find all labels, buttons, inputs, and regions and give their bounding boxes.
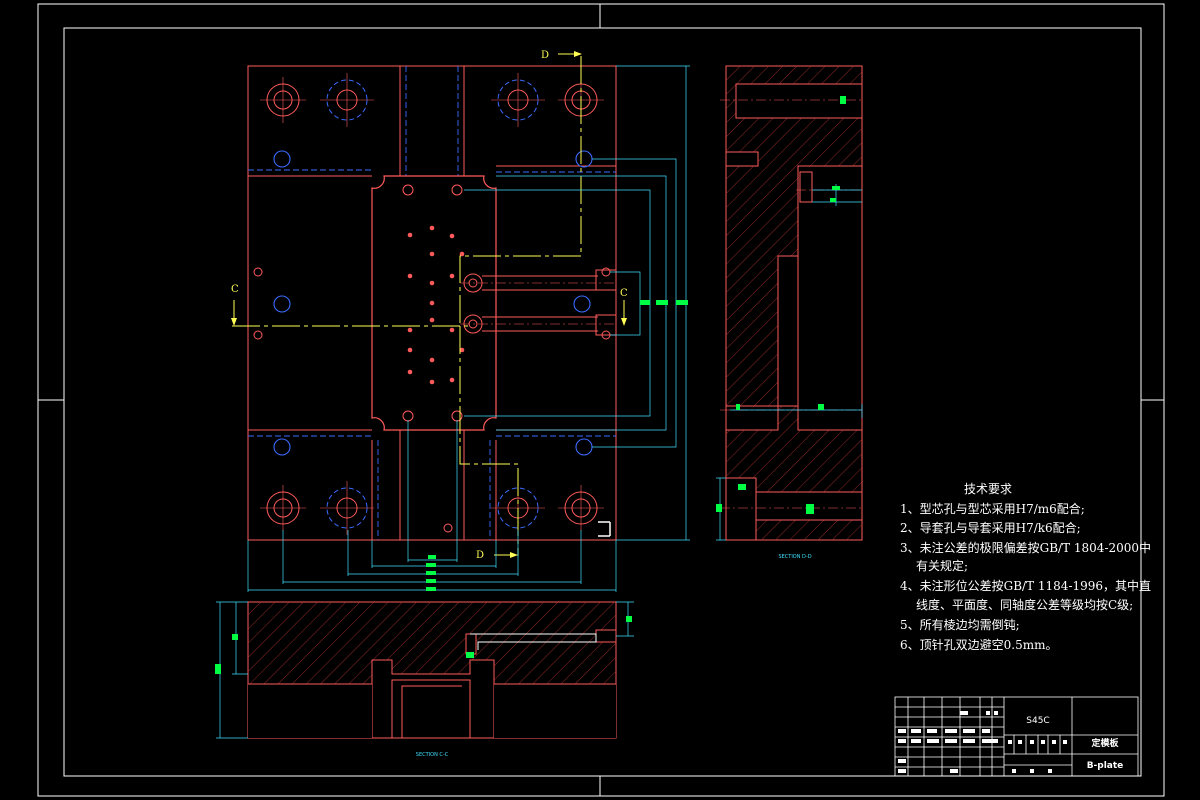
ejector-pin-holes (407, 225, 465, 385)
datum-corner-mark (598, 521, 611, 537)
title-block-fine-text (898, 711, 1067, 773)
sheet-border (37, 3, 1165, 797)
title-block (894, 696, 1139, 777)
tech-req-line-1: 1、型芯孔与型芯采用H7/m6配合; (900, 501, 1085, 516)
plan-view: D D C C (231, 50, 690, 592)
section-dd-dim-values (716, 96, 846, 514)
title-block-part-name: 定模板 (1090, 737, 1119, 749)
section-label-c-left: C (231, 284, 239, 295)
title-block-drawing-code: B-plate (1087, 761, 1124, 771)
tech-req-line-2: 2、导套孔与导套采用H7/k6配合; (900, 520, 1081, 535)
section-cc-edges (248, 679, 616, 738)
section-label-d-bottom: D (476, 550, 484, 561)
dimension-lines-plan (247, 65, 690, 592)
tech-req-line-4: 有关规定; (916, 558, 968, 573)
tech-req-line-7: 5、所有棱边均需倒钝; (900, 617, 1020, 632)
section-dd-label: SECTION D-D (778, 554, 811, 560)
section-line-dd (459, 56, 582, 556)
section-cc-dim-values (215, 616, 632, 674)
cooling-channels (460, 269, 617, 336)
title-block-material: S45C (1026, 716, 1049, 726)
section-cc-hatching (248, 602, 616, 684)
hidden-edges (248, 66, 616, 540)
plate-outline (247, 65, 617, 541)
section-dd-view: SECTION D-D (716, 65, 863, 560)
tech-req-title: 技术要求 (964, 482, 1012, 496)
tech-req-line-3: 3、未注公差的极限偏差按GB/T 1804-2000中 (900, 540, 1151, 555)
section-arrows-d (494, 51, 582, 558)
section-cc-cooling-path (470, 633, 597, 650)
cavity-pocket (371, 175, 497, 431)
tech-req-line-5: 4、未注形位公差按GB/T 1184-1996，其中直 (900, 578, 1151, 593)
technical-requirements: 技术要求 1、型芯孔与型芯采用H7/m6配合; 2、导套孔与导套采用H7/k6配… (900, 482, 1151, 652)
section-label-d-top: D (541, 50, 549, 61)
section-line-cc (231, 300, 627, 327)
dimension-values-plan (426, 300, 688, 591)
section-label-c-right: C (620, 288, 628, 299)
section-cc-label: SECTION C-C (416, 752, 449, 758)
section-cc-view: SECTION C-C (215, 601, 634, 758)
tech-req-line-8: 6、顶针孔双边避空0.5mm。 (900, 637, 1057, 652)
tech-req-line-6: 线度、平面度、同轴度公差等级均按C级; (916, 597, 1133, 612)
